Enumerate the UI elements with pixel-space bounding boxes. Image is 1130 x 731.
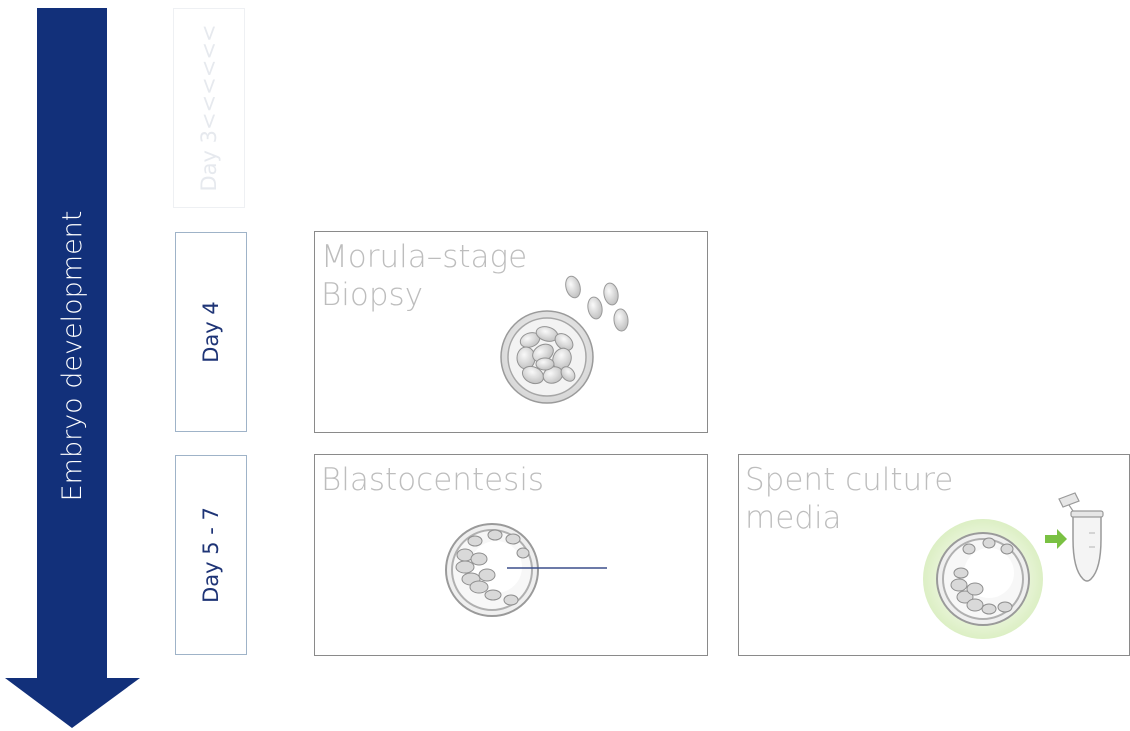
day-4-box: Day 4 [175, 232, 247, 432]
morula-biopsy-panel: Morula–stage Biopsy [314, 231, 708, 433]
day-5-7-label: Day 5 - 7 [199, 507, 223, 603]
day-3-label: Day 3<<<<<< [197, 24, 221, 191]
culture-media-tube-icon [739, 455, 1130, 657]
day-5-7-box: Day 5 - 7 [175, 455, 247, 655]
day-4-label: Day 4 [199, 301, 223, 363]
blastocyst-needle-icon [315, 455, 709, 657]
spent-culture-media-panel: Spent culture media [738, 454, 1130, 656]
axis-label: Embryo development [53, 96, 93, 616]
morula-embryo-biopsy-icon [315, 232, 709, 434]
day-3-box: Day 3<<<<<< [173, 8, 245, 208]
blastocentesis-panel: Blastocentesis [314, 454, 708, 656]
